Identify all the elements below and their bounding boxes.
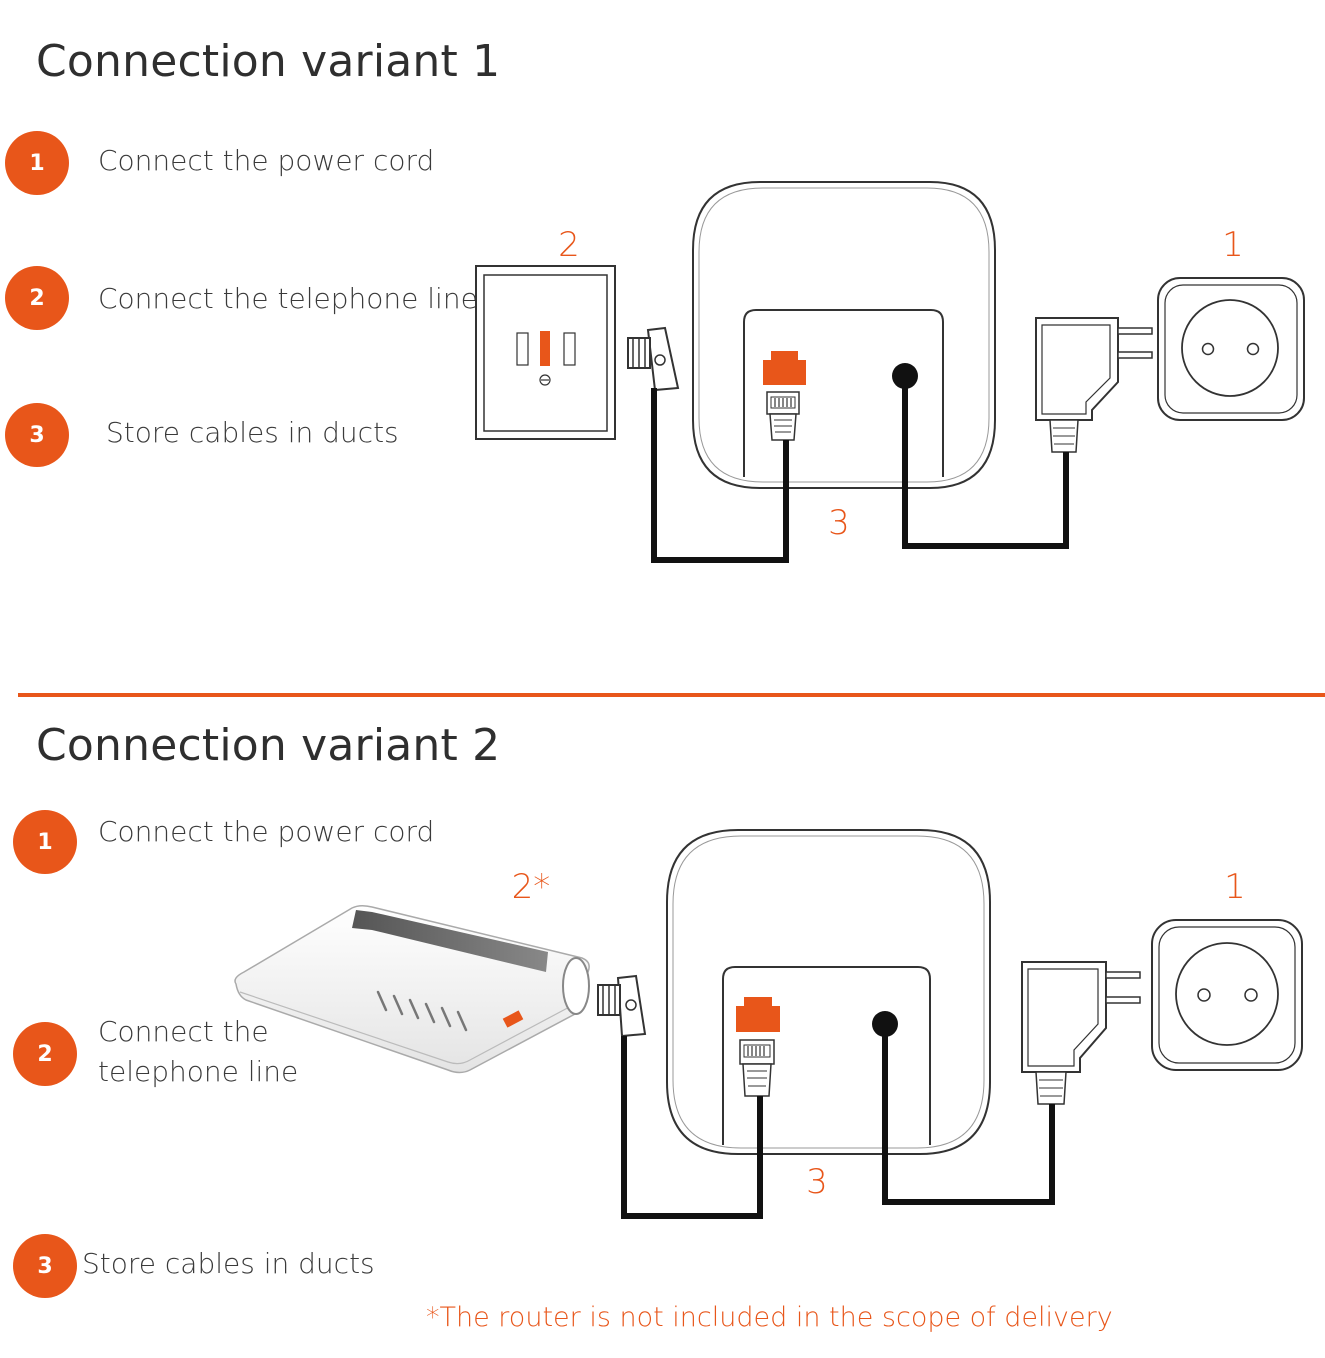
variant1-step1-badge: 1 [5, 131, 69, 195]
router [234, 904, 590, 1074]
variant1-title: Connection variant 1 [36, 36, 501, 87]
variant2-callout-power-outlet: 1 [1224, 867, 1246, 907]
power-adapter-2 [1021, 961, 1141, 1105]
variant2-title: Connection variant 2 [36, 720, 501, 771]
cables [651, 384, 1069, 563]
variant2-step2-text-line2: telephone line [98, 1055, 299, 1088]
cables-2 [621, 1032, 1055, 1219]
variant2-step1-badge: 1 [13, 810, 77, 874]
power-adapter [1035, 317, 1153, 453]
variant2-callout-cable-duct: 3 [806, 1162, 828, 1202]
variant1-callout-wall-socket: 2 [558, 225, 580, 265]
variant1-diagram: 2 1 3 [475, 181, 1305, 563]
variant2-step2-text: Connect the telephone line [98, 1012, 298, 1092]
variant1-step3-text: Store cables in ducts [106, 416, 399, 449]
variant2-step2-badge: 2 [13, 1022, 77, 1086]
variant2-step3-text: Store cables in ducts [82, 1247, 375, 1280]
variant1-step3-badge: 3 [5, 403, 69, 467]
footnote: *The router is not included in the scope… [426, 1302, 1113, 1333]
variant1-step2-badge: 2 [5, 266, 69, 330]
power-outlet-2 [1151, 919, 1303, 1071]
power-outlet [1157, 277, 1305, 421]
tae-plug [627, 326, 680, 392]
variant1-step1-text: Connect the power cord [98, 144, 435, 177]
variant1-callout-power-outlet: 1 [1222, 225, 1244, 265]
tae-plug-2 [597, 974, 647, 1038]
base-station [692, 181, 996, 489]
variant2-step3-badge: 3 [13, 1234, 77, 1298]
variant2-step1-text: Connect the power cord [98, 815, 435, 848]
variant2-step2-text-line1: Connect the [98, 1015, 269, 1048]
section-divider [18, 693, 1325, 697]
variant1-callout-cable-duct: 3 [828, 503, 850, 543]
variant1-step2-text: Connect the telephone line [98, 282, 478, 315]
wall-phone-socket [475, 265, 616, 440]
variant2-callout-router: 2* [512, 867, 551, 907]
variant2-diagram: 2* 1 3 [234, 829, 1303, 1219]
base-station-2 [666, 829, 991, 1155]
